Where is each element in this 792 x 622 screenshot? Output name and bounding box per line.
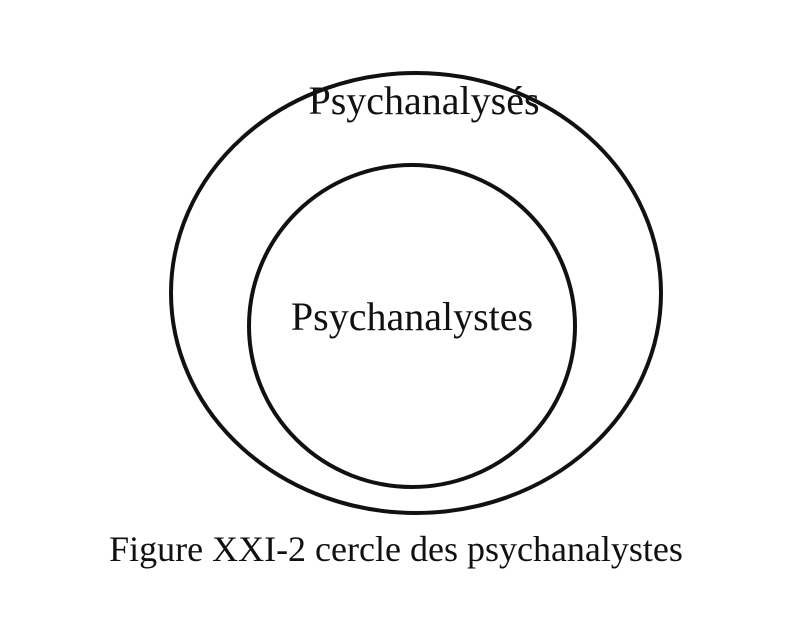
figure-caption: Figure XXI-2 cercle des psychanalystes: [109, 529, 683, 569]
outer-circle-label: Psychanalysés: [308, 78, 539, 123]
inner-circle-label: Psychanalystes: [291, 294, 533, 339]
inner-circle-psychanalystes: [247, 163, 577, 489]
outer-circle-psychanalyses: [169, 71, 663, 515]
